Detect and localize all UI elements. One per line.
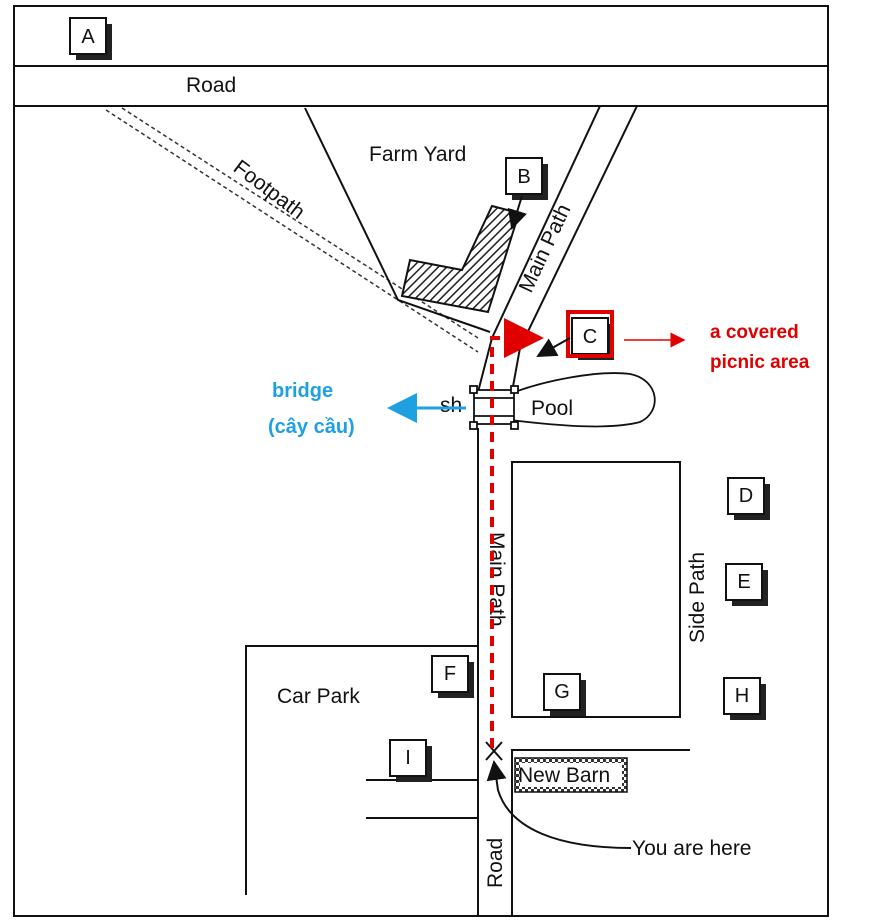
road-top-label: Road bbox=[186, 74, 236, 97]
marker-b-letter: B bbox=[517, 166, 530, 188]
marker-c-letter: C bbox=[583, 326, 597, 348]
farm-yard-boundary bbox=[304, 107, 491, 333]
farm-building bbox=[400, 204, 521, 314]
marker-f-letter: F bbox=[444, 663, 456, 685]
marker-e-letter: E bbox=[737, 571, 750, 593]
bridge-annotation-line2: (cây cầu) bbox=[268, 416, 355, 438]
pool bbox=[498, 372, 656, 428]
marker-b: B bbox=[505, 157, 548, 200]
bridge-annotation-line1: bridge bbox=[272, 380, 333, 402]
marker-c-highlight bbox=[566, 310, 614, 358]
new-barn-inner bbox=[520, 763, 622, 787]
marker-d: D bbox=[727, 477, 770, 520]
farm-yard-label: Farm Yard bbox=[369, 143, 466, 166]
marker-f: F bbox=[431, 655, 474, 698]
you-are-here-cross bbox=[485, 741, 503, 761]
footpath-label: Footpath bbox=[229, 156, 309, 224]
marker-i: I bbox=[389, 739, 432, 782]
inner-field bbox=[511, 461, 681, 718]
covered-annotation-line1: a covered bbox=[710, 322, 799, 343]
main-path-upper-label: Main Path bbox=[515, 201, 576, 296]
you-are-here-label: You are here bbox=[632, 837, 752, 860]
marker-d-letter: D bbox=[739, 485, 753, 507]
pool-label: Pool bbox=[531, 397, 573, 420]
marker-g: G bbox=[543, 673, 586, 716]
marker-c: C bbox=[566, 310, 614, 360]
marker-i-letter: I bbox=[405, 747, 411, 769]
marker-b-pointer bbox=[507, 195, 527, 230]
marker-c-pointer bbox=[536, 337, 571, 357]
marker-h: H bbox=[723, 677, 766, 720]
covered-annotation-line2: picnic area bbox=[710, 352, 810, 373]
marker-a: A bbox=[69, 17, 112, 60]
main-path-lower-label: Main Path bbox=[485, 532, 508, 627]
marker-g-letter: G bbox=[554, 681, 570, 703]
car-park-label: Car Park bbox=[277, 685, 360, 708]
you-are-here-pointer bbox=[486, 760, 632, 849]
bridge-fragment-text: sh bbox=[440, 394, 462, 417]
marker-h-letter: H bbox=[735, 685, 749, 707]
road-bottom-label: Road bbox=[484, 838, 507, 888]
new-barn-label: New Barn bbox=[518, 764, 610, 787]
route-dashed bbox=[490, 318, 544, 748]
map-border bbox=[13, 5, 829, 917]
marker-e: E bbox=[725, 563, 768, 606]
road-top bbox=[14, 65, 828, 107]
marker-a-letter: A bbox=[81, 26, 95, 48]
side-path-label: Side Path bbox=[686, 552, 709, 643]
